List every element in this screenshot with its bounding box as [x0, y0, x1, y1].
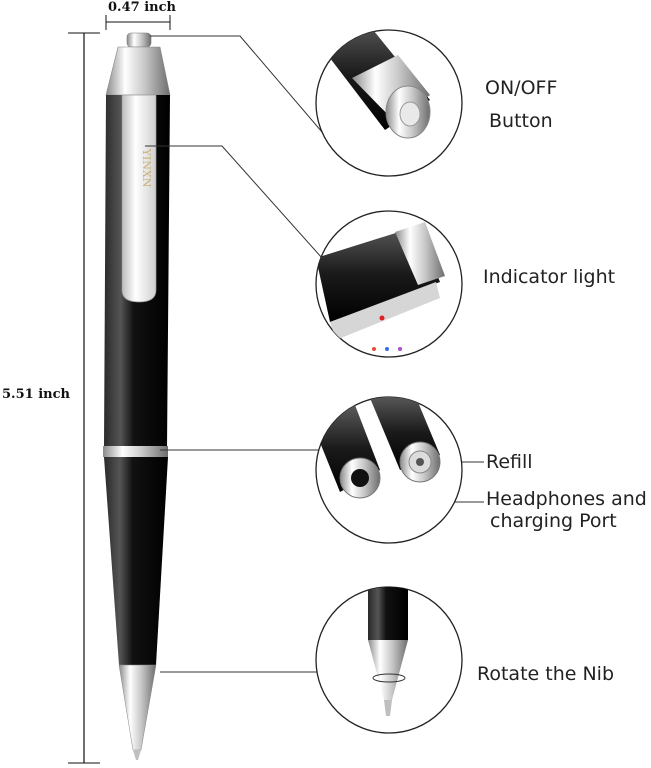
- feature-label-headphones: Headphones and charging Port: [486, 487, 647, 534]
- feature-label-headphones-line1: Headphones and: [486, 488, 647, 510]
- feature-label-nib: Rotate the Nib: [477, 663, 615, 685]
- detail-circle-nib: [315, 586, 463, 734]
- height-dimension: [68, 32, 100, 764]
- detail-circle-port: [315, 396, 463, 544]
- height-label: 5.51 inch: [2, 387, 70, 402]
- feature-label-on-off-line1: ON/OFF: [485, 77, 558, 99]
- feature-label-indicator: Indicator light: [483, 266, 616, 288]
- detail-circle-indicator: [315, 210, 463, 358]
- width-dimension: [105, 15, 171, 30]
- callout-lines: [145, 35, 484, 673]
- feature-label-on-off: ON/OFF Button: [485, 76, 557, 134]
- feature-label-on-off-line2: Button: [489, 110, 553, 132]
- feature-label-refill: Refill: [486, 451, 533, 473]
- brand-text: YINXN: [140, 148, 153, 188]
- detail-circle-button: [315, 29, 463, 177]
- feature-label-headphones-line2: charging Port: [490, 510, 617, 532]
- width-label: 0.47 inch: [108, 0, 176, 15]
- pen: YINXN: [103, 32, 171, 760]
